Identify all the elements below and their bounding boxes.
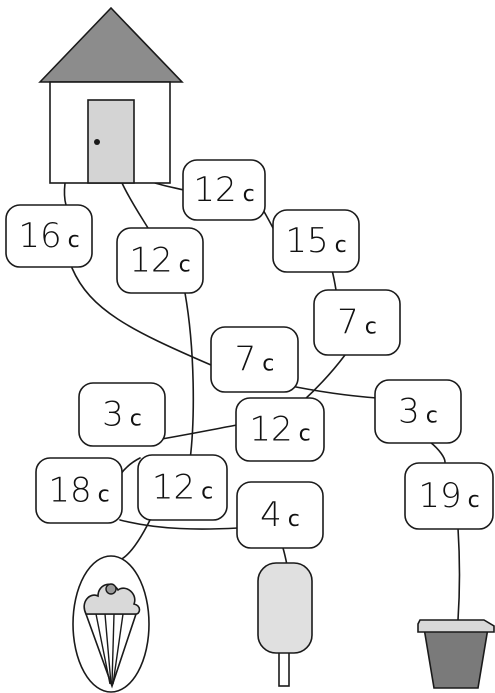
price-value: 18 xyxy=(48,471,91,511)
cup-body xyxy=(423,627,489,689)
path-15c-to-7c-right xyxy=(331,269,337,291)
house-roof xyxy=(38,6,184,83)
cone-line xyxy=(111,613,115,685)
cone-line xyxy=(104,613,112,685)
path-12c-to-18c xyxy=(119,457,141,476)
price-value: 19 xyxy=(418,476,461,516)
price-node-label: 12 c xyxy=(129,241,190,281)
price-node-label: 15 c xyxy=(285,221,346,261)
price-node-label: 16 c xyxy=(18,216,79,256)
price-node-10: 18 c xyxy=(35,457,123,524)
price-node-4: 15 c xyxy=(272,209,360,273)
price-node-13: 19 c xyxy=(404,462,494,530)
price-value: 12 xyxy=(193,170,236,210)
price-node-9: 12 c xyxy=(235,397,325,462)
price-value: 4 xyxy=(260,495,282,535)
price-value: 12 xyxy=(152,468,195,508)
ice-cream-cherry xyxy=(105,583,117,595)
price-node-box xyxy=(35,457,123,524)
path-7c-right-to-crossing xyxy=(301,354,346,403)
price-node-box xyxy=(235,397,325,462)
price-node-label: 19 c xyxy=(418,476,479,516)
price-node-box xyxy=(313,289,401,356)
price-node-box xyxy=(404,462,494,530)
price-unit: c xyxy=(335,233,347,258)
price-value: 7 xyxy=(337,303,359,343)
path-3c-to-19c xyxy=(429,441,446,463)
price-node-box xyxy=(210,326,299,393)
price-unit: c xyxy=(426,404,438,429)
price-value: 3 xyxy=(398,392,420,432)
price-unit: c xyxy=(468,488,480,513)
ice-cream-cone-picture xyxy=(72,555,150,693)
cup-lid xyxy=(417,619,495,633)
house-door xyxy=(87,99,135,184)
drink-cup-picture xyxy=(417,619,495,689)
price-value: 3 xyxy=(102,395,124,435)
door-knob xyxy=(94,139,100,145)
price-value: 7 xyxy=(235,340,257,380)
price-node-label: 12 c xyxy=(193,170,254,210)
price-unit: c xyxy=(365,315,377,340)
ice-cream-scoop xyxy=(83,583,141,615)
path-house-to-12c-left xyxy=(121,182,149,229)
price-value: 16 xyxy=(18,216,61,256)
price-node-box xyxy=(78,382,166,447)
price-unit: c xyxy=(68,228,80,253)
price-value: 12 xyxy=(129,241,172,281)
path-19c-to-cup xyxy=(457,527,461,621)
price-node-1: 12 c xyxy=(182,159,266,221)
price-node-2: 16 c xyxy=(5,204,93,268)
price-node-box xyxy=(137,454,228,521)
price-node-label: 18 c xyxy=(48,471,109,511)
path-16c-to-7c xyxy=(71,267,212,366)
price-unit: c xyxy=(262,352,274,377)
price-node-3: 12 c xyxy=(116,227,204,294)
price-value: 12 xyxy=(249,410,292,450)
price-unit: c xyxy=(288,507,300,532)
price-node-box xyxy=(5,204,93,268)
price-node-label: 12 c xyxy=(249,410,310,450)
price-unit: c xyxy=(299,422,311,447)
cone-line xyxy=(95,613,111,685)
price-unit: c xyxy=(243,182,255,207)
popsicle-picture xyxy=(257,562,313,687)
path-house-to-16c xyxy=(63,182,67,206)
price-node-box xyxy=(272,209,360,273)
price-unit: c xyxy=(98,483,110,508)
path-house-to-12c-top xyxy=(154,182,185,191)
house-picture xyxy=(38,6,184,184)
price-node-box xyxy=(116,227,204,294)
price-value: 15 xyxy=(285,221,328,261)
cone-line xyxy=(112,613,124,685)
popsicle-body xyxy=(257,562,313,654)
path-7c-to-3c-right xyxy=(285,384,378,399)
price-unit: c xyxy=(130,407,142,432)
price-node-box xyxy=(182,159,266,221)
price-unit: c xyxy=(201,480,213,505)
path-18c-to-4c xyxy=(119,519,239,530)
price-node-box xyxy=(236,481,324,549)
price-node-box xyxy=(374,379,462,444)
price-unit: c xyxy=(179,253,191,278)
